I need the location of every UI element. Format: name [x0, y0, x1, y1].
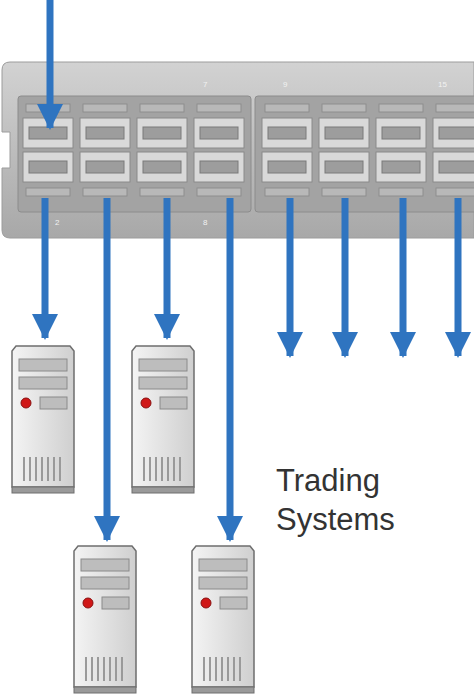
server-icon	[12, 346, 74, 493]
port-number: 8	[203, 218, 207, 227]
server-icon	[192, 546, 254, 693]
group-label: Trading Systems	[276, 462, 466, 540]
flow-arrows	[45, 0, 458, 540]
server-icon	[132, 346, 194, 493]
port-number: 7	[203, 80, 207, 89]
port-number: 9	[283, 80, 287, 89]
server-icon	[74, 546, 136, 693]
port-number: 2	[55, 218, 59, 227]
port-number: 15	[438, 80, 447, 89]
